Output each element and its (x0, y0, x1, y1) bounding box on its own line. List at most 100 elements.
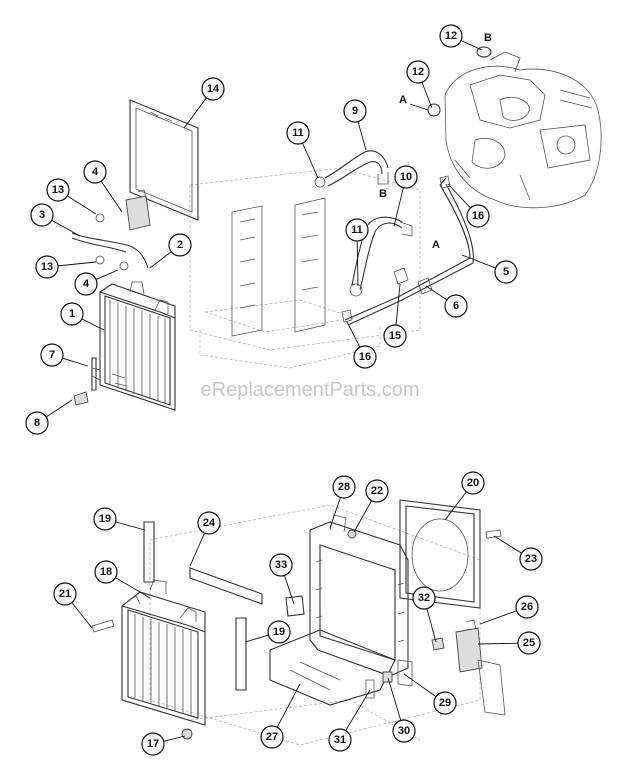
callout-number: 13 (41, 261, 53, 273)
ghost-chassis-lower (149, 504, 481, 746)
callout-leader-line (276, 683, 301, 728)
callout-leader-line (115, 521, 146, 531)
callout-leader-line (45, 399, 73, 418)
callout-9: 9 (343, 99, 367, 151)
callout-bubble (267, 620, 291, 644)
callout-15: 15 (383, 283, 407, 348)
callout-bubble (406, 60, 430, 84)
callout-19: 19 (244, 620, 291, 644)
callout-leader-line (189, 532, 205, 567)
callout-24: 24 (189, 511, 221, 567)
callout-number: 6 (453, 300, 459, 312)
callout-number: 10 (400, 171, 412, 183)
callout-bubble (328, 728, 352, 752)
callout-bubble (383, 324, 407, 348)
callout-bubble (141, 732, 165, 756)
callout-13: 13 (46, 178, 97, 215)
callout-3: 3 (30, 203, 81, 237)
callout-25: 25 (477, 631, 541, 655)
callout-leader-line (421, 82, 433, 109)
callout-number: 19 (273, 626, 285, 638)
callout-number: 20 (467, 477, 479, 489)
callout-bubble (444, 294, 468, 318)
callout-leader-line (357, 121, 367, 151)
callout-leader-line (115, 577, 151, 599)
callout-leader-line (346, 321, 361, 348)
callout-19: 19 (93, 507, 146, 531)
letter-tag-a: A (432, 239, 440, 251)
callout-12: 12 (406, 60, 433, 109)
reserve-tank-lower (455, 619, 506, 716)
callout-14: 14 (183, 77, 225, 129)
callout-leader-line (183, 97, 207, 129)
hose-24 (189, 567, 263, 605)
callout-leader-line (395, 283, 401, 326)
letter-tag-b: B (379, 188, 387, 200)
callout-leader-line (387, 677, 402, 721)
callout-bubble (40, 343, 64, 367)
callout-leader-line (460, 40, 483, 51)
callout-bubble (197, 511, 221, 535)
callout-10: 10 (393, 165, 418, 227)
callout-bubble (466, 204, 490, 228)
callout-bubble (433, 691, 457, 715)
callout-leader-line (425, 285, 448, 301)
callout-number: 13 (52, 184, 64, 196)
callout-number: 33 (275, 559, 287, 571)
callout-23: 23 (493, 535, 543, 571)
bracket-33 (285, 595, 305, 617)
callout-leader-line (447, 183, 471, 209)
radiator-frame (309, 514, 409, 677)
callout-6: 6 (425, 285, 468, 318)
callout-number: 32 (418, 592, 430, 604)
callout-28: 28 (329, 475, 356, 529)
callout-leader-line (329, 497, 341, 529)
bracket-29 (397, 659, 413, 687)
base-plate (269, 629, 396, 706)
callout-number: 19 (99, 513, 111, 525)
callout-number: 5 (503, 266, 509, 278)
bracket-7 (91, 357, 97, 391)
callout-17: 17 (141, 732, 186, 756)
callout-number: 7 (49, 349, 55, 361)
callout-leader-line (62, 357, 89, 367)
callout-22: 22 (353, 479, 389, 533)
callout-number: 18 (100, 566, 112, 578)
callout-leader-line (81, 318, 105, 331)
arrow-a-top (409, 103, 429, 111)
callout-11: 11 (286, 121, 319, 179)
callout-12: 12 (439, 24, 483, 51)
lower-assembly (91, 499, 506, 746)
callout-leader-line (71, 602, 93, 629)
callout-leader-line (493, 535, 522, 554)
callout-number: 24 (203, 517, 216, 529)
upper-assembly (71, 46, 602, 411)
callout-11: 11 (345, 218, 369, 287)
callout-bubble (83, 160, 107, 184)
callout-bubble (53, 582, 77, 606)
callout-leader-line (100, 180, 123, 213)
callout-bubble (515, 595, 539, 619)
callout-bubble (260, 725, 284, 749)
callout-number: 15 (389, 330, 401, 342)
callout-bubble (365, 479, 389, 503)
callout-16: 16 (447, 183, 490, 228)
callout-bubble (35, 255, 59, 279)
callout-21: 21 (53, 582, 93, 629)
overflow-hose (71, 213, 149, 271)
callout-leader-line (403, 673, 437, 698)
callout-number: 17 (147, 738, 159, 750)
callout-number: 4 (92, 166, 99, 178)
callout-29: 29 (403, 673, 457, 715)
callout-bubble (494, 260, 518, 284)
drain-plug-17 (181, 728, 193, 740)
callout-number: 8 (34, 417, 40, 429)
callout-5: 5 (461, 254, 518, 284)
callout-leader-line (163, 735, 186, 742)
clamp-16b (439, 175, 451, 189)
clamp-16a (341, 309, 353, 323)
callout-bubble (60, 302, 84, 326)
callout-bubble (168, 233, 192, 257)
reserve-tank (125, 189, 151, 231)
